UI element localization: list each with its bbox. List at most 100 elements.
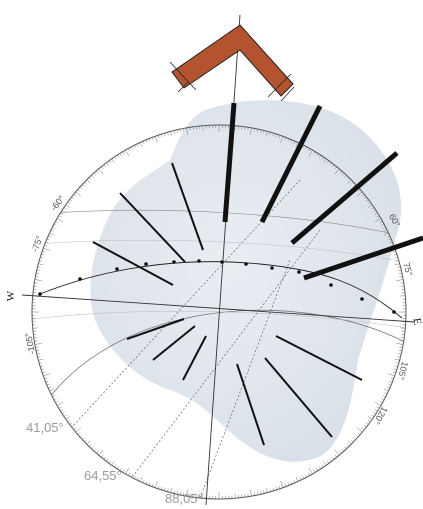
tick-mark [125, 467, 130, 475]
bar-thick-2 [259, 104, 323, 224]
tick-mark [396, 343, 404, 345]
tick-mark [167, 132, 169, 136]
tick-mark [365, 422, 369, 425]
sun-path-point [38, 292, 42, 296]
tick-mark [106, 458, 109, 462]
tick-mark [399, 346, 403, 348]
tick-mark [260, 491, 262, 495]
tick-mark [122, 469, 125, 473]
tick-mark [44, 377, 48, 380]
tick-mark [398, 350, 402, 352]
tick-mark [58, 215, 62, 218]
tick-mark [114, 156, 117, 160]
tick-mark [381, 398, 385, 401]
tick-mark [60, 212, 64, 215]
tick-mark [43, 247, 50, 251]
tick-mark [93, 172, 97, 176]
tick-mark [71, 196, 75, 199]
tick-mark [67, 201, 71, 205]
tick-mark [42, 250, 46, 253]
tick-mark [96, 170, 99, 174]
tick-mark [334, 166, 337, 170]
tick-mark [183, 492, 185, 496]
tick-mark [384, 229, 388, 232]
tick-mark [374, 212, 378, 215]
thick-bars [222, 102, 423, 281]
tick-mark [145, 481, 148, 485]
tick-mark [361, 427, 365, 430]
tick-mark [253, 492, 255, 496]
tick-mark [318, 466, 322, 469]
tick-mark [176, 491, 178, 495]
tick-mark [326, 460, 330, 464]
angle-label-2: 64,55° [84, 468, 122, 483]
tick-mark [400, 340, 404, 342]
tick-mark [41, 368, 45, 371]
tick-mark [125, 149, 130, 157]
sun-path-point [392, 310, 396, 314]
tick-mark [275, 134, 278, 138]
tick-mark [157, 135, 160, 139]
tick-mark [346, 177, 350, 180]
tick-mark [373, 209, 376, 213]
tick-mark [41, 253, 45, 256]
tick-mark [388, 383, 392, 386]
sun-path-point [220, 260, 224, 264]
sun-path-point [329, 283, 333, 287]
tick-mark [43, 373, 50, 377]
tick-mark [42, 371, 46, 374]
tick-mark [128, 148, 131, 152]
tick-mark [130, 146, 133, 150]
tick-mark [390, 377, 394, 380]
tick-mark [280, 481, 284, 488]
angle-label-1: 41,05° [26, 420, 64, 435]
tick-mark [339, 170, 342, 174]
angle-label-3: 88,05° [165, 491, 203, 506]
tick-mark [136, 143, 139, 147]
tick-mark [49, 232, 55, 236]
tick-mark [73, 427, 77, 430]
tick-mark [34, 340, 38, 342]
tick-mark [139, 476, 143, 482]
tick-mark [167, 488, 169, 492]
tick-mark [58, 406, 62, 409]
tick-mark [93, 448, 97, 452]
tick-mark [394, 263, 400, 266]
tick-mark [321, 464, 324, 468]
tick-mark [84, 439, 87, 443]
tick-mark [86, 440, 91, 445]
tick-mark [275, 486, 278, 490]
bar-thin-2 [119, 192, 186, 263]
tick-mark [46, 383, 50, 386]
tick-mark [390, 244, 394, 247]
tick-mark [394, 358, 400, 361]
tick-mark [53, 398, 57, 401]
tick-mark [62, 209, 65, 213]
tick-mark [164, 487, 166, 491]
tick-mark [52, 395, 56, 398]
disc-interior [32, 179, 406, 499]
tick-mark [305, 474, 308, 478]
sun-path-point [244, 262, 248, 266]
tick-mark [186, 127, 188, 135]
tick-mark [339, 450, 342, 454]
tick-mark [341, 448, 345, 452]
tick-mark [101, 166, 104, 170]
tick-mark [73, 194, 77, 197]
tick-mark [154, 136, 158, 143]
tick-mark [347, 179, 352, 184]
tick-mark [371, 414, 375, 417]
sun-path-points [38, 259, 396, 314]
tick-mark [263, 490, 265, 494]
tick-mark [133, 475, 136, 479]
sun-path-point [297, 270, 301, 274]
tick-mark [179, 129, 181, 133]
tick-mark [130, 474, 133, 478]
tick-mark [329, 162, 332, 166]
tick-mark [263, 130, 265, 134]
tick-mark [326, 160, 330, 164]
tick-mark [374, 409, 378, 412]
tick-mark [77, 432, 81, 435]
sun-path-point [360, 297, 364, 301]
